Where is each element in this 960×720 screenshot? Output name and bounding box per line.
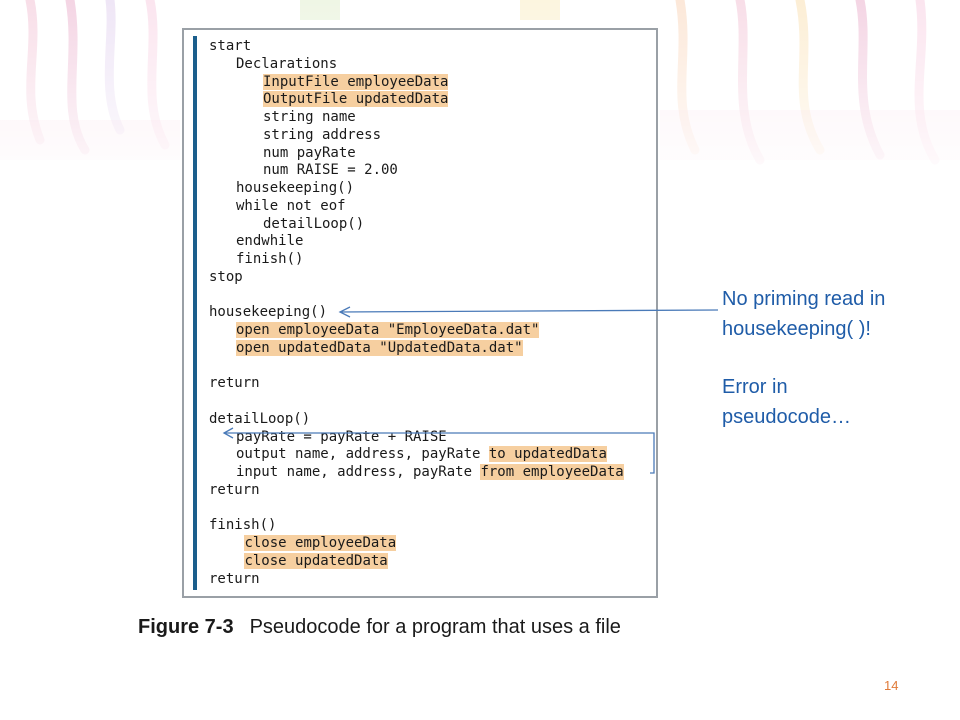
code-text: string address	[263, 126, 382, 143]
code-text: payRate = payRate + RAISE	[236, 428, 447, 445]
code-line: start	[209, 38, 251, 55]
code-highlight: open employeeData "EmployeeData.dat"	[236, 322, 540, 338]
code-line: return	[209, 482, 260, 499]
code-text: Declarations	[236, 55, 338, 72]
figure-caption-text: Pseudocode for a program that uses a fil…	[249, 616, 621, 638]
code-line: finish()	[209, 517, 276, 534]
annotation-note: No priming read in housekeeping( )! Erro…	[722, 284, 942, 432]
code-text: housekeeping()	[236, 180, 355, 196]
code-line: Declarations	[236, 56, 337, 73]
code-line: while not eof	[236, 198, 346, 215]
code-line: housekeeping()	[209, 304, 327, 321]
code-text: return	[209, 570, 260, 587]
code-line: input name, address, payRate from employ…	[236, 464, 624, 481]
code-line: InputFile employeeData	[263, 73, 449, 91]
code-text: stop	[209, 268, 243, 285]
code-line: finish()	[236, 251, 303, 268]
code-line: return	[209, 375, 260, 392]
code-highlight: close updatedData	[244, 552, 388, 569]
annotation-line-1: No priming read in	[722, 288, 886, 310]
code-line: endwhile	[236, 233, 303, 250]
code-line: detailLoop()	[209, 411, 310, 428]
figure-label: Figure 7-3	[138, 616, 234, 638]
annotation-line-2: housekeeping( )!	[722, 318, 871, 340]
code-line: open employeeData "EmployeeData.dat"	[236, 322, 540, 339]
code-text: finish()	[209, 517, 277, 534]
code-figure-box	[182, 28, 658, 598]
code-line: num RAISE = 2.00	[263, 162, 398, 179]
code-line: string name	[263, 109, 356, 126]
code-line: OutputFile updatedData	[263, 91, 449, 108]
code-highlight: to updatedData	[488, 446, 607, 463]
code-text: string name	[263, 109, 356, 125]
code-text: housekeeping()	[209, 304, 328, 321]
code-text: num payRate	[263, 144, 356, 161]
annotation-line-3: Error in	[722, 376, 788, 398]
code-line: open updatedData "UpdatedData.dat"	[236, 339, 523, 357]
code-text: finish()	[236, 251, 304, 267]
code-text: endwhile	[236, 233, 304, 250]
code-highlight: open updatedData "UpdatedData.dat"	[236, 339, 523, 356]
code-line: housekeeping()	[236, 180, 354, 197]
code-text: return	[209, 375, 260, 392]
code-highlight: from employeeData	[480, 464, 624, 480]
code-text: while not eof	[236, 197, 346, 214]
code-highlight: close employeeData	[244, 535, 397, 551]
page-number: 14	[884, 678, 899, 693]
code-text: return	[209, 481, 260, 498]
code-highlight: OutputFile updatedData	[263, 91, 449, 108]
code-text: detailLoop()	[263, 215, 365, 232]
code-line: close updatedData	[236, 552, 388, 570]
code-line: string address	[263, 127, 381, 144]
code-text: output name, address, payRate	[236, 446, 489, 463]
code-highlight: InputFile employeeData	[263, 73, 449, 90]
code-text: num RAISE = 2.00	[263, 162, 398, 179]
code-line: payRate = payRate + RAISE	[236, 429, 447, 446]
code-line: return	[209, 571, 260, 588]
code-line: detailLoop()	[263, 216, 364, 233]
code-line: stop	[209, 269, 243, 286]
code-line: output name, address, payRate to updated…	[236, 446, 607, 463]
code-text: detailLoop()	[209, 410, 311, 427]
code-text: start	[209, 38, 252, 54]
code-line: close employeeData	[236, 535, 397, 552]
code-text: input name, address, payRate	[236, 464, 481, 480]
code-margin-bar	[193, 36, 197, 590]
figure-caption: Figure 7-3 Pseudocode for a program that …	[138, 616, 621, 639]
code-line: num payRate	[263, 145, 356, 162]
annotation-line-4: pseudocode…	[722, 406, 851, 428]
